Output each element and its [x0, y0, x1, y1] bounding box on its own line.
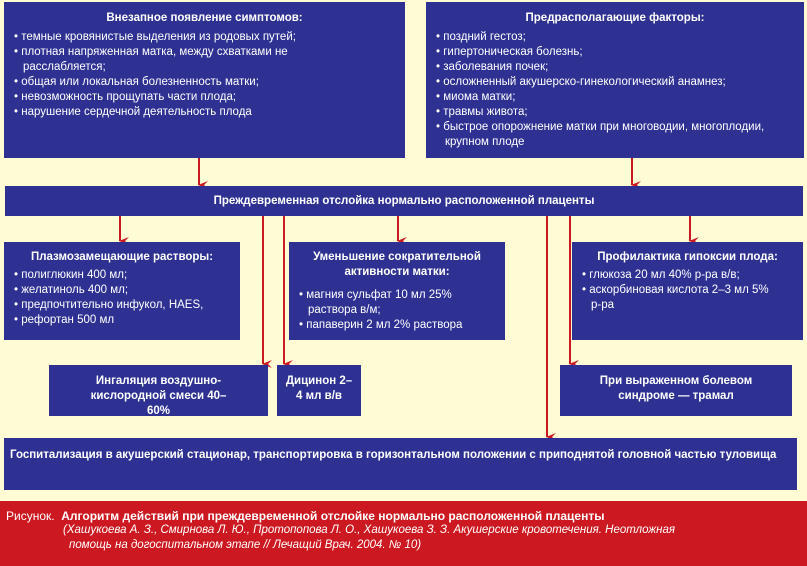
inhalation-box: Ингаляция воздушно-кислородной смеси 40–…: [49, 365, 268, 417]
list-item: нарушение сердечной деятельность плода: [14, 105, 395, 120]
list-item: предпочтительно инфукол, HAES,: [14, 298, 230, 313]
list-item: миома матки;: [436, 90, 794, 105]
list-item: общая или локальная болезненность матки;: [14, 75, 395, 90]
factors-box: Предрасполагающие факторы: поздний гесто…: [426, 2, 804, 158]
list-item: быстрое опорожнение матки при многоводии…: [436, 120, 794, 150]
symptoms-box: Внезапное появление симптомов: темные кр…: [4, 2, 405, 158]
contractility-title: Уменьшение сократительной активности мат…: [313, 251, 481, 278]
list-item: темные кровянистые выделения из родовых …: [14, 30, 395, 45]
list-item: глюкоза 20 мл 40% р-ра в/в;: [582, 268, 772, 283]
list-item: желатиноль 400 мл;: [14, 283, 230, 298]
hypoxia-box: Профилактика гипоксии плода: глюкоза 20 …: [572, 242, 803, 340]
list-item: аскорбиновая кислота 2–3 мл 5% р-ра: [582, 283, 772, 313]
list-item: плотная напряженная матка, между схватка…: [14, 45, 314, 75]
plasma-title: Плазмозамещающие растворы:: [30, 251, 214, 263]
list-item: рефортан 500 мл: [14, 313, 230, 328]
caption-title: Алгоритм действий при преждевременной от…: [61, 509, 605, 523]
pain-box: При выраженном болевом синдроме — трамал: [560, 365, 792, 416]
caption-source: (Хашукоева А. З., Смирнова Л. Ю., Протоп…: [63, 524, 675, 536]
hypoxia-title: Профилактика гипоксии плода:: [597, 251, 778, 263]
main-diagnosis: Преждевременная отслойка нормально распо…: [5, 186, 803, 216]
symptoms-title: Внезапное появление симптомов:: [106, 12, 303, 24]
list-item: поздний гестоз;: [436, 30, 794, 45]
caption-label: Рисунок.: [6, 509, 55, 523]
list-item: осложненный акушерско-гинекологический а…: [436, 75, 794, 90]
list-item: травмы живота;: [436, 105, 794, 120]
list-item: полиглюкин 400 мл;: [14, 268, 230, 283]
list-item: гипертоническая болезнь;: [436, 45, 794, 60]
hospitalization-box: Госпитализация в акушерский стационар, т…: [4, 438, 797, 490]
list-item: магния сульфат 10 мл 25% раствора в/м;: [299, 288, 469, 318]
list-item: папаверин 2 мл 2% раствора: [299, 318, 469, 333]
list-item: невозможность прощупать части плода;: [14, 90, 395, 105]
contractility-box: Уменьшение сократительной активности мат…: [289, 242, 505, 340]
dicinon-box: Дицинон 2–4 мл в/в: [277, 365, 361, 416]
figure-caption: Рисунок. Алгоритм действий при преждевре…: [0, 501, 807, 566]
factors-title: Предрасполагающие факторы:: [525, 12, 705, 24]
plasma-box: Плазмозамещающие растворы: полиглюкин 40…: [4, 242, 240, 340]
caption-source-2: помощь на догоспитальном этапе // Лечащи…: [69, 539, 422, 551]
list-item: заболевания почек;: [436, 60, 794, 75]
